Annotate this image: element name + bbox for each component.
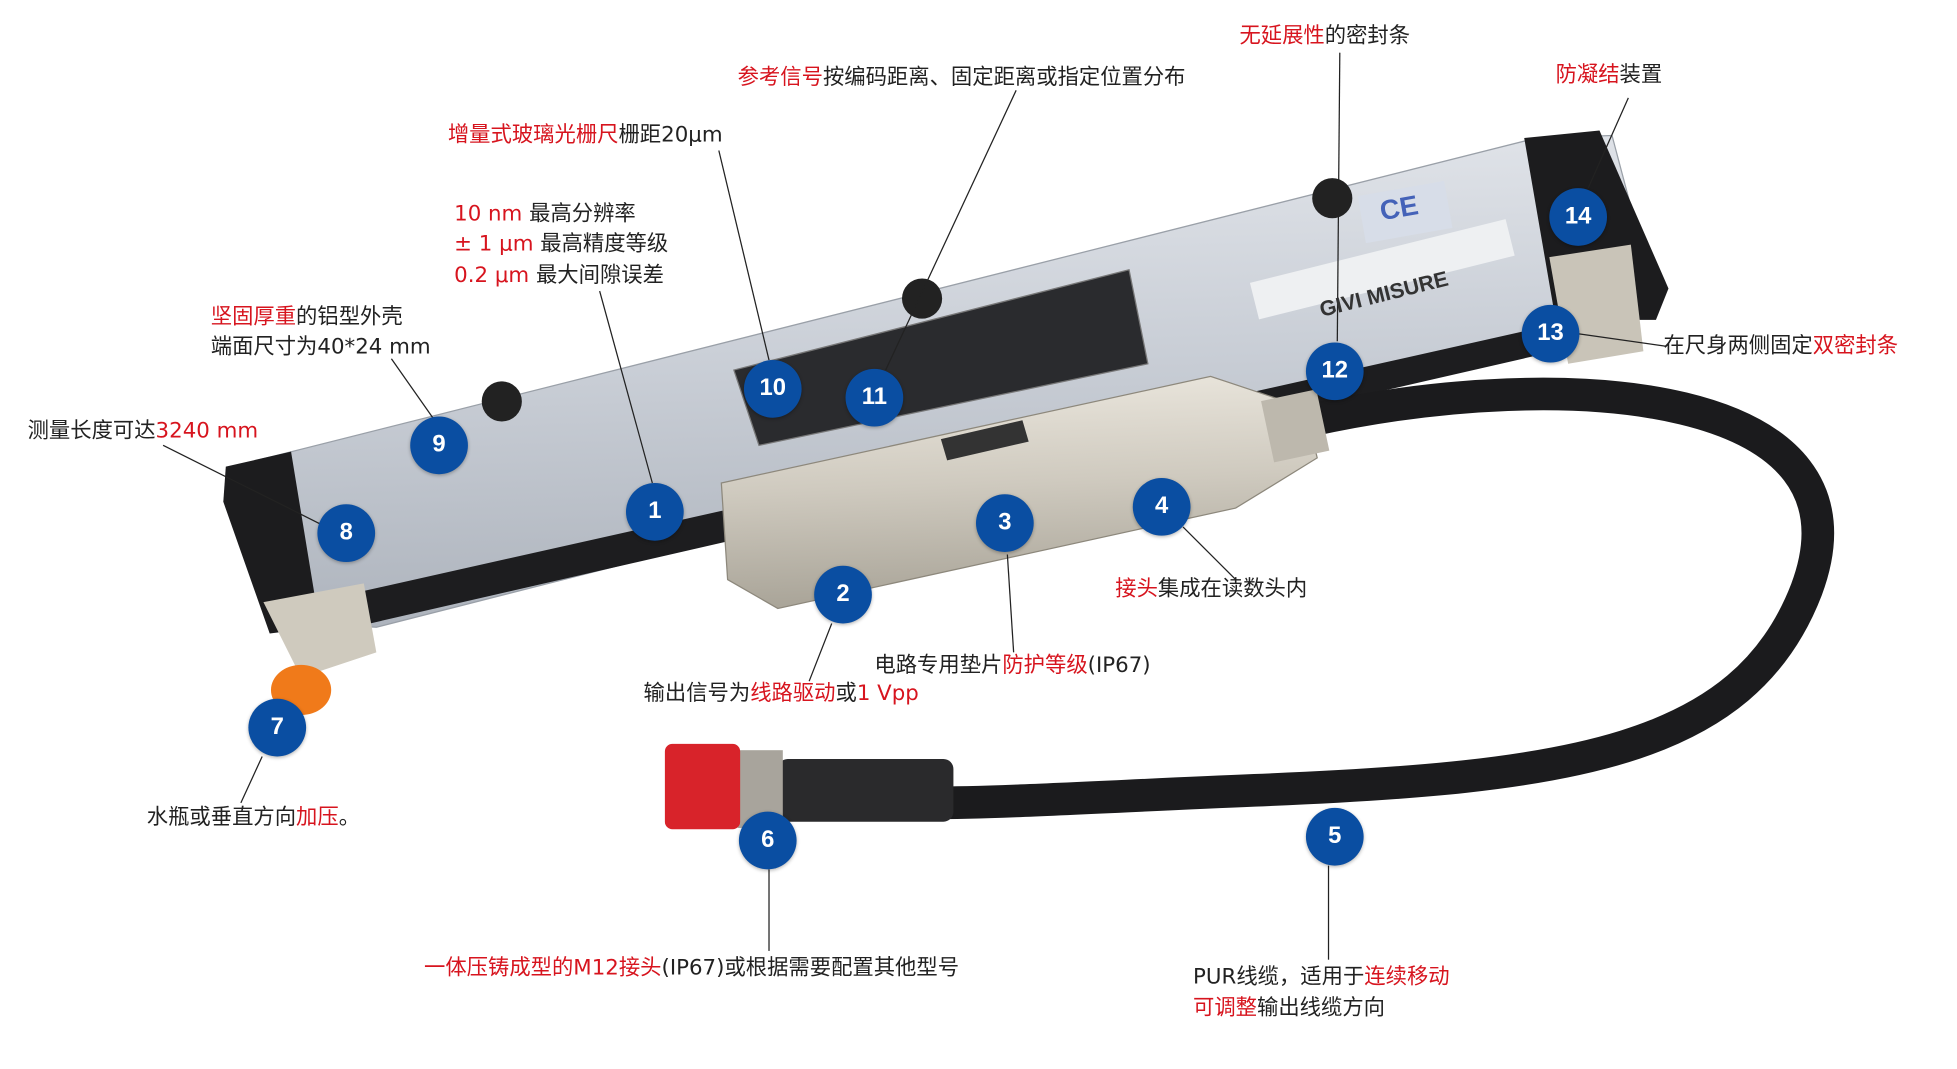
highlight-text: 连续移动: [1364, 964, 1450, 990]
left-end-cap: [223, 451, 320, 634]
callout-resolution: 10 nm 最高分辨率: [454, 202, 636, 228]
callout-m12-connector: 一体压铸成型的M12接头(IP67)或根据需要配置其他型号: [424, 956, 959, 982]
callout-text: 电路专用垫片: [874, 653, 1003, 679]
callout-text: 测量长度可达: [27, 418, 156, 444]
reading-head: [720, 375, 1318, 610]
highlight-text: 防护等级: [1002, 653, 1088, 679]
callout-housing: 坚固厚重的铝型外壳: [211, 305, 403, 331]
callout-accuracy: ± 1 μm 最高精度等级: [454, 232, 668, 258]
pur-cable: [912, 377, 1835, 820]
callout-pur-cable: PUR线缆，适用于连续移动: [1193, 964, 1450, 990]
highlight-text: 双密封条: [1812, 333, 1899, 359]
callout-text: 或: [835, 680, 857, 707]
number-badge-5: 5: [1305, 807, 1364, 866]
callout-reference-signal: 参考信号按编码距离、固定距离或指定位置分布: [738, 65, 1186, 91]
number-badge-6: 6: [738, 811, 797, 870]
left-bracket: [263, 583, 377, 678]
highlight-text: 3240 mm: [155, 418, 259, 444]
callout-cable-direction: 可调整输出线缆方向: [1193, 996, 1385, 1022]
callout-text: 集成在读数头内: [1157, 576, 1308, 602]
highlight-text: 无延展性: [1239, 23, 1325, 49]
callout-output-signal: 输出信号为线路驱动或1 Vpp: [644, 681, 919, 707]
brand-plate: [1249, 219, 1515, 320]
callout-text: 的密封条: [1324, 23, 1411, 49]
callout-text: 最高精度等级: [533, 231, 669, 257]
highlight-text: 接头: [1115, 576, 1158, 602]
callout-text: 栅距20μm: [618, 122, 723, 148]
callout-text: (IP67): [1087, 653, 1151, 679]
callout-pressurization: 水瓶或垂直方向加压。: [147, 805, 360, 831]
callout-text: 装置: [1619, 62, 1663, 88]
callout-text: 的铝型外壳: [296, 304, 403, 330]
callout-text: 最高分辨率: [522, 201, 636, 227]
callout-text: 在尺身两侧固定: [1663, 333, 1813, 359]
highlight-text: 0.2 μm: [454, 263, 530, 289]
number-badge-9: 9: [410, 416, 468, 475]
number-badge-4: 4: [1132, 477, 1191, 536]
highlight-text: ± 1 μm: [454, 231, 534, 257]
callout-length: 测量长度可达3240 mm: [28, 419, 259, 445]
number-badge-13: 13: [1521, 304, 1580, 363]
number-badge-14: 14: [1549, 188, 1608, 246]
callout-text: 。: [338, 805, 361, 831]
highlight-text: 坚固厚重: [210, 304, 297, 330]
highlight-text: 线路驱动: [750, 680, 836, 707]
callout-gap-error: 0.2 μm 最大间隙误差: [454, 263, 664, 289]
callout-text: 最大间隙误差: [529, 263, 664, 289]
number-badge-12: 12: [1305, 342, 1364, 401]
highlight-text: 增量式玻璃光栅尺: [447, 122, 619, 148]
number-badge-3: 3: [976, 494, 1034, 552]
callout-double-seal: 在尺身两侧固定双密封条: [1663, 333, 1898, 359]
highlight-text: 10 nm: [454, 201, 523, 227]
callout-text: 端面尺寸为40*24 mm: [210, 334, 431, 360]
highlight-text: 加压: [296, 805, 339, 831]
callout-text: PUR线缆，适用于: [1193, 964, 1365, 990]
ce-plate: [1357, 180, 1453, 244]
mount-hole: [481, 381, 522, 422]
number-badge-2: 2: [814, 565, 872, 624]
callout-gasket: 电路专用垫片防护等级(IP67): [874, 653, 1150, 679]
callout-anti-condensation: 防凝结装置: [1556, 62, 1663, 88]
mount-hole: [1312, 178, 1353, 219]
highlight-text: 参考信号: [737, 64, 823, 91]
glass-window: [733, 268, 1149, 447]
mount-hole: [901, 278, 943, 319]
cable-gland: [1261, 389, 1330, 463]
highlight-text: 一体压铸成型的M12接头: [424, 955, 662, 981]
arrow-plate: [940, 420, 1029, 461]
number-badge-11: 11: [845, 368, 904, 427]
callout-text: 输出信号为: [643, 680, 751, 707]
highlight-text: 1 Vpp: [856, 680, 919, 707]
number-badge-8: 8: [317, 504, 376, 563]
callout-seal-strip: 无延展性的密封条: [1239, 24, 1410, 50]
highlight-text: 防凝结: [1555, 62, 1620, 88]
callout-text: (IP67)或根据需要配置其他型号: [661, 955, 960, 981]
callout-glass-scale: 增量式玻璃光栅尺栅距20μm: [448, 123, 723, 149]
number-badge-10: 10: [743, 360, 802, 418]
number-badge-7: 7: [248, 698, 307, 757]
callout-text: 按编码距离、固定距离或指定位置分布: [822, 64, 1186, 91]
ce-mark: CE: [1377, 189, 1421, 227]
connector-red-cap: [664, 743, 741, 830]
callout-text: 水瓶或垂直方向: [146, 805, 297, 831]
number-badge-1: 1: [625, 482, 684, 541]
callout-section-size: 端面尺寸为40*24 mm: [211, 335, 431, 361]
connector-body: [777, 758, 954, 822]
highlight-text: 可调整: [1193, 995, 1258, 1021]
callout-text: 输出线缆方向: [1257, 995, 1385, 1021]
callout-connector-integrated: 接头集成在读数头内: [1115, 577, 1307, 603]
leader-lines: [162, 52, 1667, 960]
